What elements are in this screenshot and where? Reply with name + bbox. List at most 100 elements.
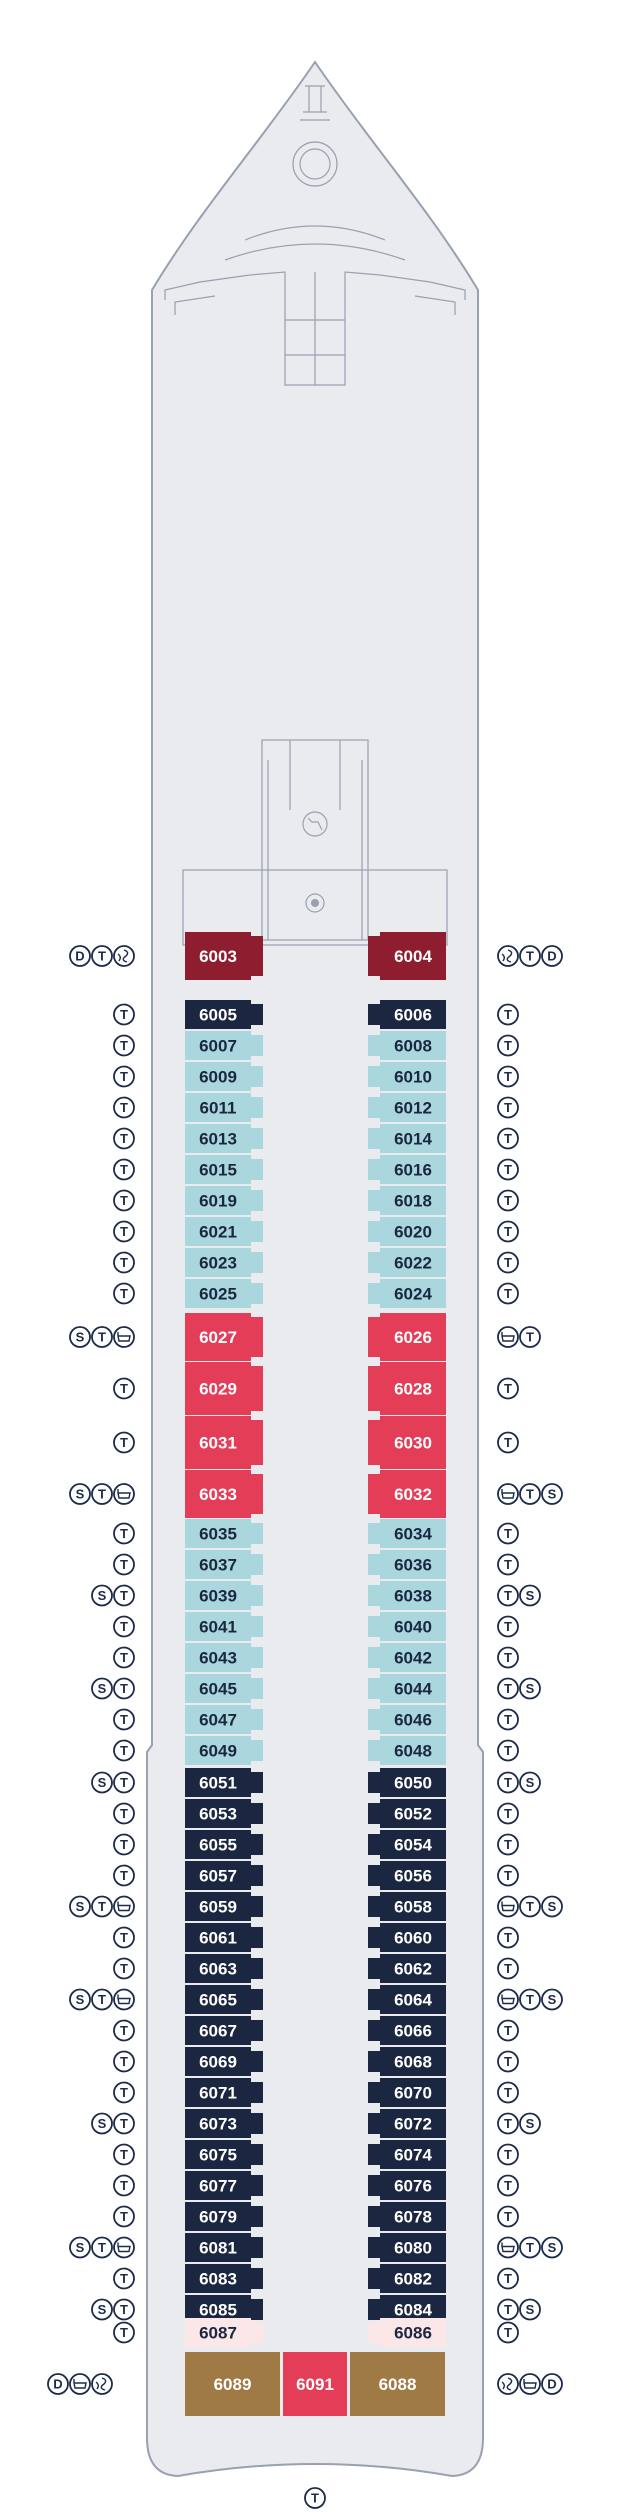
- cabin-block[interactable]: [380, 1062, 446, 1091]
- cabin-6091[interactable]: 6091: [283, 2352, 347, 2416]
- cabin-block[interactable]: [185, 1799, 251, 1828]
- cabin-block[interactable]: [380, 1923, 446, 1952]
- cabin-block[interactable]: [185, 1279, 251, 1308]
- cabin-block[interactable]: [380, 2140, 446, 2169]
- cabin-6065[interactable]: 6065: [185, 1985, 263, 2014]
- cabin-block[interactable]: [380, 1093, 446, 1122]
- cabin-6075[interactable]: 6075: [185, 2140, 263, 2169]
- cabin-block[interactable]: [185, 2233, 251, 2262]
- cabin-block[interactable]: [185, 1519, 251, 1548]
- cabin-block[interactable]: [380, 1124, 446, 1153]
- cabin-block[interactable]: [185, 1892, 251, 1921]
- cabin-6053[interactable]: 6053: [185, 1799, 263, 1828]
- cabin-block[interactable]: [185, 1736, 251, 1765]
- cabin-6042[interactable]: 6042: [368, 1643, 446, 1672]
- cabin-block[interactable]: [185, 2352, 280, 2416]
- cabin-6074[interactable]: 6074: [368, 2140, 446, 2169]
- cabin-block[interactable]: [380, 1581, 446, 1610]
- cabin-block[interactable]: [185, 2140, 251, 2169]
- cabin-6034[interactable]: 6034: [368, 1519, 446, 1548]
- cabin-block[interactable]: [380, 1031, 446, 1060]
- cabin-block[interactable]: [185, 1954, 251, 1983]
- cabin-6056[interactable]: 6056: [368, 1861, 446, 1890]
- cabin-block[interactable]: [380, 1470, 446, 1518]
- cabin-block[interactable]: [185, 2264, 251, 2293]
- cabin-6060[interactable]: 6060: [368, 1923, 446, 1952]
- cabin-block[interactable]: [380, 1000, 446, 1029]
- cabin-block[interactable]: [185, 1550, 251, 1579]
- cabin-6008[interactable]: 6008: [368, 1031, 446, 1060]
- cabin-6083[interactable]: 6083: [185, 2264, 263, 2293]
- cabin-block[interactable]: [185, 1062, 251, 1091]
- cabin-block[interactable]: [185, 2109, 251, 2138]
- cabin-6031[interactable]: 6031: [185, 1416, 263, 1469]
- cabin-block[interactable]: [380, 2202, 446, 2231]
- cabin-block[interactable]: [185, 1861, 251, 1890]
- cabin-block[interactable]: [380, 1313, 446, 1361]
- cabin-block[interactable]: [380, 2109, 446, 2138]
- cabin-6004[interactable]: 6004: [368, 932, 446, 980]
- cabin-6076[interactable]: 6076: [368, 2171, 446, 2200]
- cabin-block[interactable]: [185, 2016, 251, 2045]
- cabin-block[interactable]: [380, 1362, 446, 1415]
- cabin-6020[interactable]: 6020: [368, 1217, 446, 1246]
- cabin-block[interactable]: [283, 2352, 347, 2416]
- cabin-6028[interactable]: 6028: [368, 1362, 446, 1415]
- cabin-6080[interactable]: 6080: [368, 2233, 446, 2262]
- cabin-block[interactable]: [380, 1416, 446, 1469]
- cabin-6021[interactable]: 6021: [185, 1217, 263, 1246]
- cabin-6016[interactable]: 6016: [368, 1155, 446, 1184]
- cabin-block[interactable]: [185, 1155, 251, 1184]
- cabin-block[interactable]: [380, 1985, 446, 2014]
- cabin-6039[interactable]: 6039: [185, 1581, 263, 1610]
- cabin-block[interactable]: [380, 1830, 446, 1859]
- cabin-6010[interactable]: 6010: [368, 1062, 446, 1091]
- cabin-block[interactable]: [185, 1186, 251, 1215]
- cabin-6064[interactable]: 6064: [368, 1985, 446, 2014]
- cabin-6009[interactable]: 6009: [185, 1062, 263, 1091]
- cabin-block[interactable]: [185, 1612, 251, 1641]
- cabin-6022[interactable]: 6022: [368, 1248, 446, 1277]
- cabin-block[interactable]: [380, 1155, 446, 1184]
- cabin-block[interactable]: [380, 1705, 446, 1734]
- cabin-6069[interactable]: 6069: [185, 2047, 263, 2076]
- cabin-6045[interactable]: 6045: [185, 1674, 263, 1703]
- cabin-block[interactable]: [185, 1313, 251, 1361]
- cabin-block[interactable]: [185, 1985, 251, 2014]
- cabin-6032[interactable]: 6032: [368, 1470, 446, 1518]
- cabin-block[interactable]: [185, 2318, 251, 2347]
- cabin-block[interactable]: [380, 1612, 446, 1641]
- cabin-block[interactable]: [185, 1124, 251, 1153]
- cabin-block[interactable]: [380, 2047, 446, 2076]
- cabin-6051[interactable]: 6051: [185, 1768, 263, 1797]
- cabin-block[interactable]: [380, 932, 446, 980]
- cabin-6061[interactable]: 6061: [185, 1923, 263, 1952]
- cabin-6054[interactable]: 6054: [368, 1830, 446, 1859]
- cabin-block[interactable]: [185, 2078, 251, 2107]
- cabin-block[interactable]: [380, 1279, 446, 1308]
- cabin-6082[interactable]: 6082: [368, 2264, 446, 2293]
- cabin-6048[interactable]: 6048: [368, 1736, 446, 1765]
- cabin-6035[interactable]: 6035: [185, 1519, 263, 1548]
- cabin-6027[interactable]: 6027: [185, 1313, 263, 1361]
- cabin-block[interactable]: [380, 2318, 446, 2347]
- cabin-6050[interactable]: 6050: [368, 1768, 446, 1797]
- cabin-6078[interactable]: 6078: [368, 2202, 446, 2231]
- cabin-block[interactable]: [185, 1093, 251, 1122]
- cabin-block[interactable]: [380, 1674, 446, 1703]
- cabin-6057[interactable]: 6057: [185, 1861, 263, 1890]
- cabin-block[interactable]: [380, 1550, 446, 1579]
- cabin-6087[interactable]: 6087: [185, 2318, 263, 2347]
- cabin-6013[interactable]: 6013: [185, 1124, 263, 1153]
- cabin-block[interactable]: [185, 1705, 251, 1734]
- cabin-block[interactable]: [185, 1248, 251, 1277]
- cabin-block[interactable]: [185, 1470, 251, 1518]
- cabin-6046[interactable]: 6046: [368, 1705, 446, 1734]
- cabin-6030[interactable]: 6030: [368, 1416, 446, 1469]
- cabin-6018[interactable]: 6018: [368, 1186, 446, 1215]
- cabin-block[interactable]: [185, 1000, 251, 1029]
- cabin-6070[interactable]: 6070: [368, 2078, 446, 2107]
- cabin-6005[interactable]: 6005: [185, 1000, 263, 1029]
- cabin-6040[interactable]: 6040: [368, 1612, 446, 1641]
- cabin-6033[interactable]: 6033: [185, 1470, 263, 1518]
